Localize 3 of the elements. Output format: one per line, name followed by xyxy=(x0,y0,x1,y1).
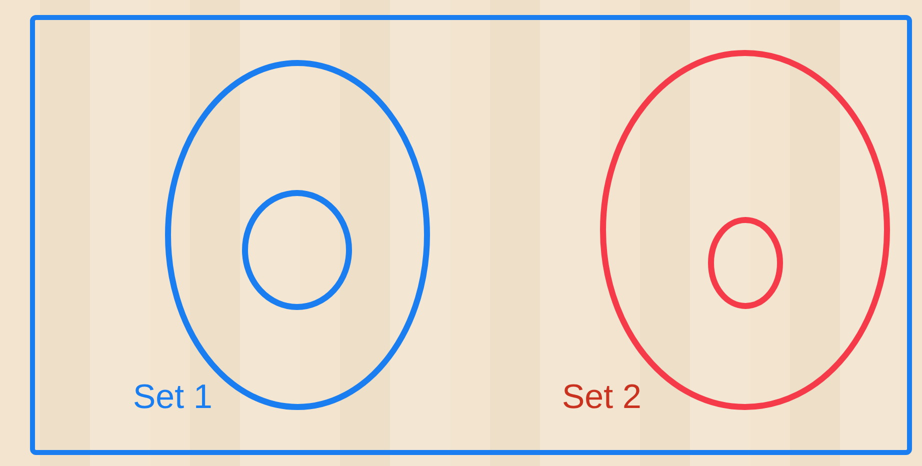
frame-box xyxy=(30,15,912,455)
set-label: Set 1 xyxy=(133,378,212,417)
set-label: Set 2 xyxy=(562,378,642,417)
